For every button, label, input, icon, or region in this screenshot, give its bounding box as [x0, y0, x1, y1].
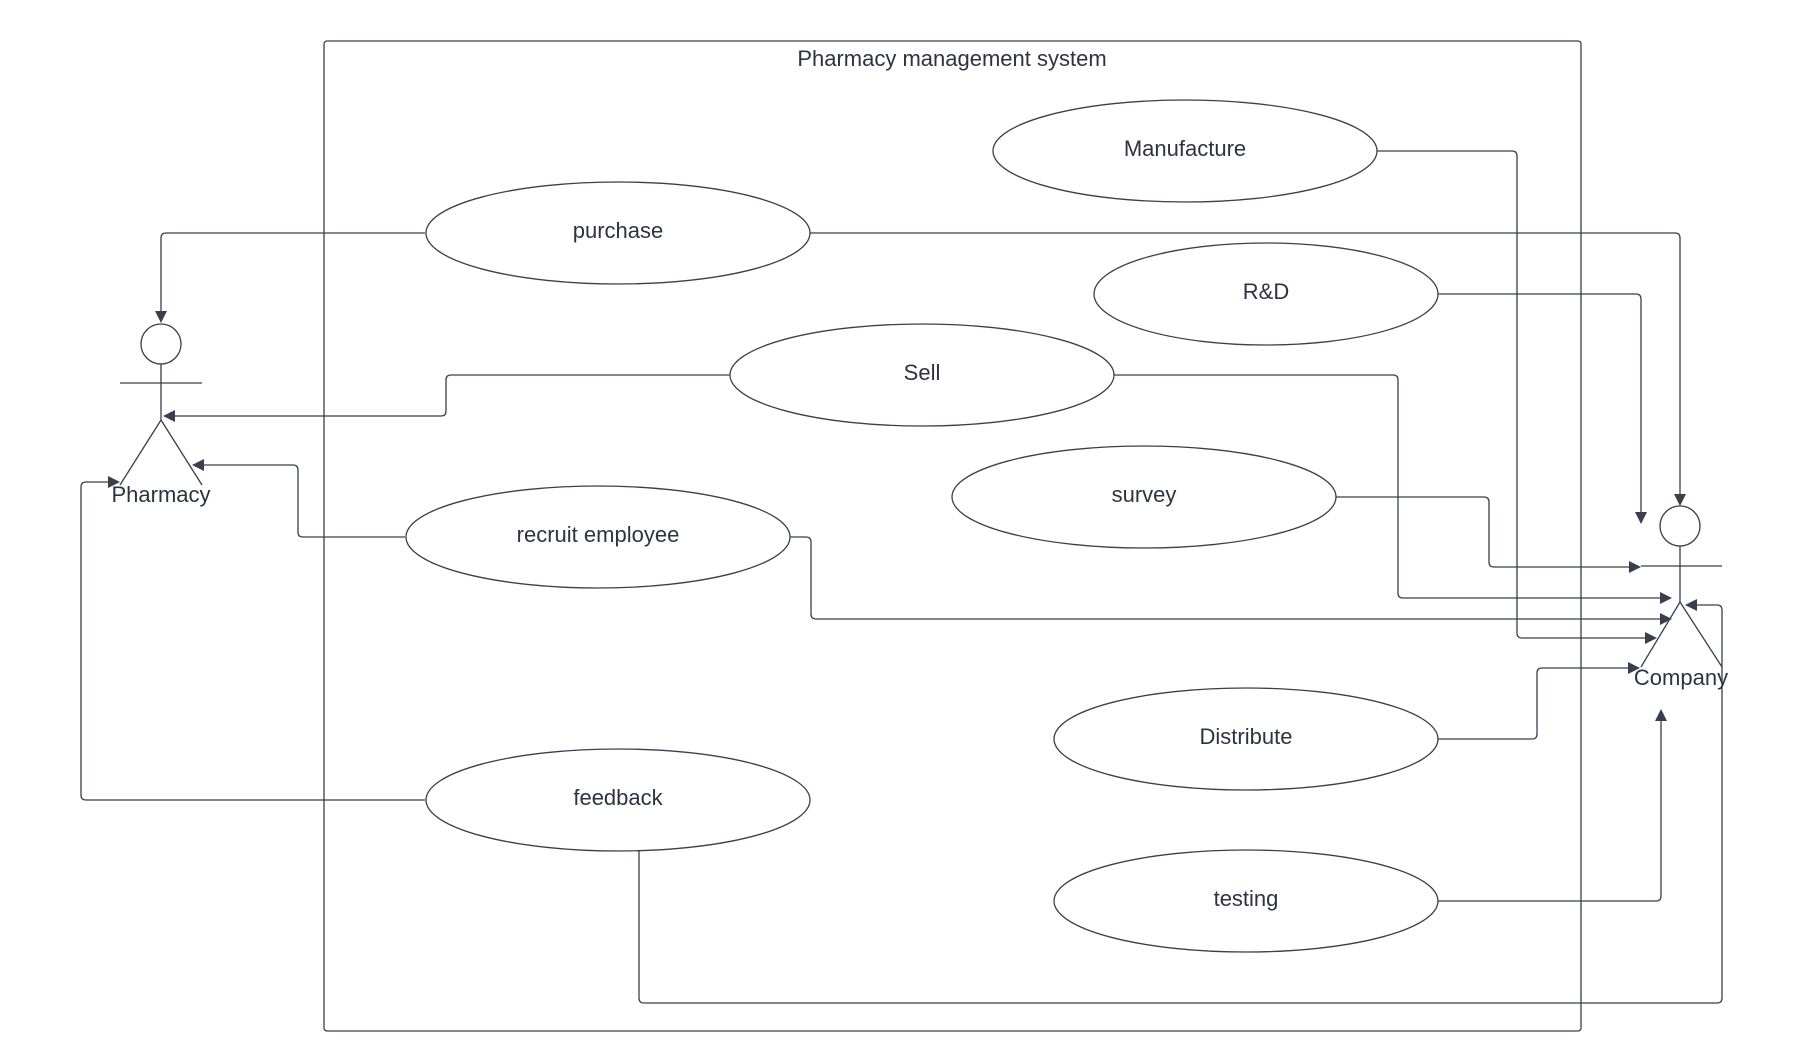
actor-left-leg [119, 419, 162, 486]
use-case-purchase[interactable]: purchase [425, 181, 811, 285]
connector-feedback-pharmacy [80, 481, 425, 801]
use-case-feedback-label: feedback [573, 785, 663, 810]
arrowhead [1645, 632, 1657, 644]
actor-head [140, 323, 182, 365]
connector-testing-company [1438, 717, 1662, 902]
connector-manufacture-company [1377, 150, 1648, 639]
connector-purchase-company [810, 232, 1681, 498]
arrowhead [1628, 662, 1640, 674]
use-case-recruit-employee-label: recruit employee [517, 522, 680, 547]
actor-head [1659, 505, 1701, 547]
connector-sell-pharmacy [172, 374, 730, 417]
use-case-survey-label: survey [1112, 482, 1177, 507]
use-case-purchase-label: purchase [573, 218, 664, 243]
actor-right-leg [160, 419, 203, 486]
use-case-rnd-label: R&D [1243, 279, 1289, 304]
use-case-survey[interactable]: survey [951, 445, 1337, 549]
connectors [80, 150, 1723, 1004]
arrowhead [1629, 561, 1641, 573]
connector-sell-company [1114, 374, 1663, 599]
arrowhead [1635, 512, 1647, 524]
use-case-distribute[interactable]: Distribute [1053, 687, 1439, 791]
use-case-manufacture-label: Manufacture [1124, 136, 1246, 161]
use-case-sell[interactable]: Sell [729, 323, 1115, 427]
system-title: Pharmacy management system [797, 46, 1106, 71]
arrowhead [192, 459, 204, 471]
use-case-sell-label: Sell [904, 360, 941, 385]
actor-pharmacy-label: Pharmacy [111, 482, 210, 507]
connector-distribute-company [1438, 667, 1631, 740]
use-case-testing-label: testing [1214, 886, 1279, 911]
arrowhead [1655, 709, 1667, 721]
connector-recruit-pharmacy [201, 464, 405, 538]
actor-pharmacy[interactable]: Pharmacy [111, 323, 211, 507]
use-case-manufacture[interactable]: Manufacture [992, 99, 1378, 203]
arrowhead [1660, 592, 1672, 604]
connector-recruit-company [790, 536, 1663, 620]
arrowhead [1685, 599, 1697, 611]
use-case-testing[interactable]: testing [1053, 849, 1439, 953]
actor-company[interactable]: Company [1634, 505, 1728, 690]
actor-left-leg [1640, 601, 1681, 668]
arrowhead [108, 476, 120, 488]
arrowhead [155, 311, 167, 323]
connector-purchase-pharmacy [160, 232, 425, 315]
use-case-recruit-employee[interactable]: recruit employee [405, 485, 791, 589]
arrowhead [163, 410, 175, 422]
use-case-feedback[interactable]: feedback [425, 748, 811, 852]
connector-rnd-company [1438, 293, 1642, 516]
connector-survey-company [1336, 496, 1632, 568]
actor-right-leg [1679, 601, 1723, 668]
actor-company-label: Company [1634, 665, 1728, 690]
use-case-rnd[interactable]: R&D [1093, 242, 1439, 346]
arrowhead [1660, 613, 1672, 625]
arrowhead [1674, 494, 1686, 506]
use-case-distribute-label: Distribute [1200, 724, 1293, 749]
connector-feedback-company [638, 604, 1723, 1004]
